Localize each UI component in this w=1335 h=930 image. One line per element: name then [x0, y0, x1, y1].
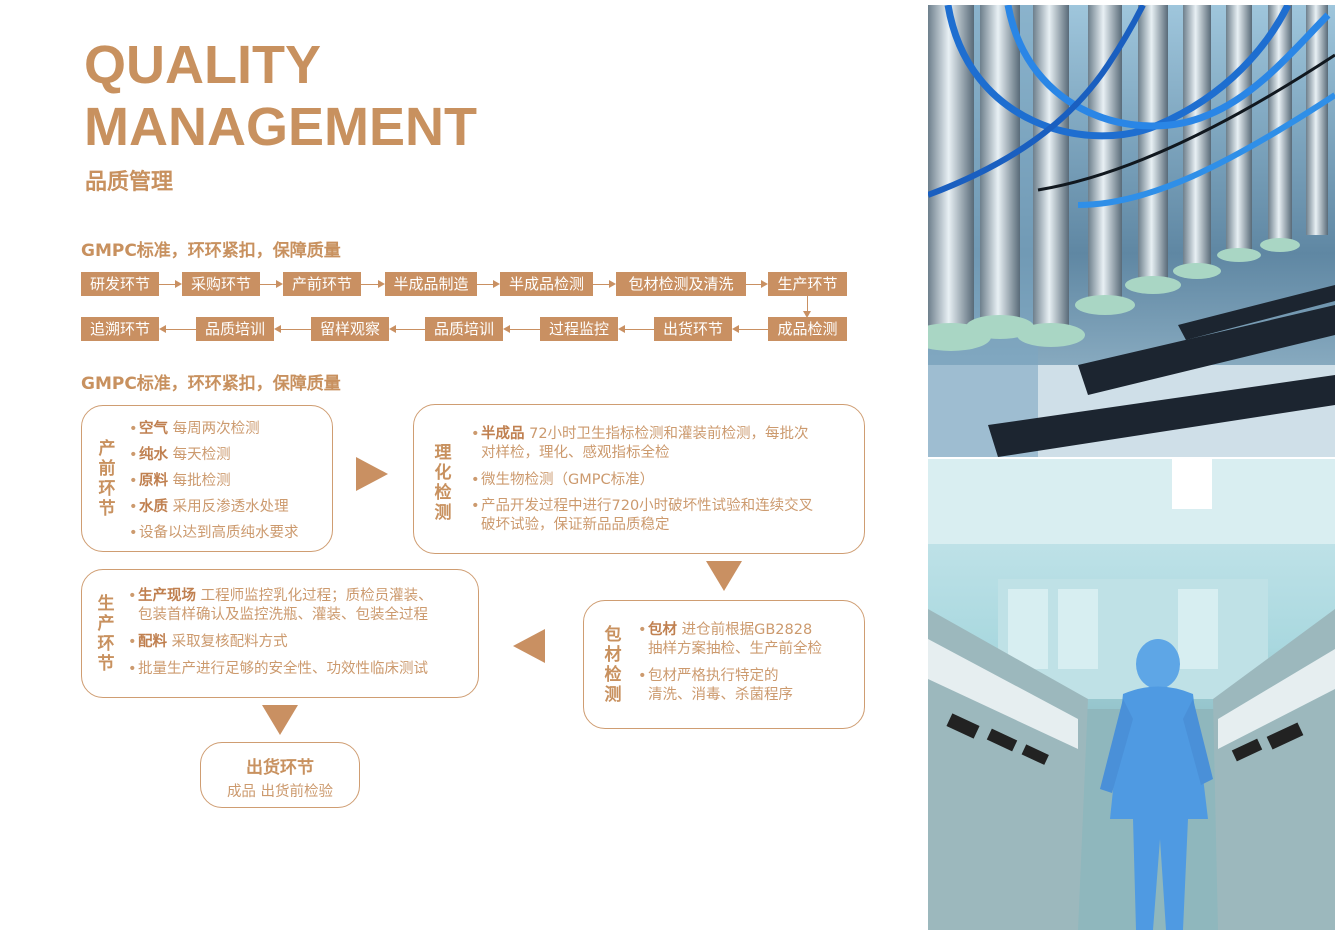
flow-connector	[159, 284, 175, 285]
flow-step-purchase: 采购环节	[182, 272, 260, 296]
cleanroom-worker-image	[928, 459, 1335, 930]
flow-step-sample-retention: 留样观察	[311, 317, 389, 341]
label-char: 生	[97, 594, 115, 614]
list-item: 批量生产进行足够的安全性、功效性临床测试	[128, 660, 433, 679]
flow-step-rd: 研发环节	[81, 272, 159, 296]
arrow-down-icon	[803, 311, 811, 318]
stage-label-physchem: 理 化 检 测	[433, 443, 453, 523]
list-item: 配料 采取复核配料方式	[128, 633, 433, 652]
arrow-left-icon	[503, 325, 510, 333]
flow-step-quality-training-2: 品质培训	[196, 317, 274, 341]
flow-step-process-monitoring: 过程监控	[540, 317, 618, 341]
label-char: 节	[98, 499, 116, 519]
triangle-right-icon	[356, 457, 388, 491]
cleanroom-photo	[928, 459, 1335, 930]
flow-step-traceability: 追溯环节	[81, 317, 159, 341]
section-title-stages: GMPC标准，环环紧扣，保障质量	[81, 374, 341, 394]
stage-label-packaging: 包 材 检 测	[603, 625, 623, 705]
list-item: 空气 每周两次检测	[129, 416, 299, 442]
arrow-left-icon	[389, 325, 396, 333]
label-char: 测	[434, 503, 452, 523]
label-char: 化	[434, 463, 452, 483]
arrow-right-icon	[609, 280, 616, 288]
flow-step-quality-training-1: 品质培训	[425, 317, 503, 341]
flow-step-semi-inspection: 半成品检测	[500, 272, 593, 296]
flow-connector	[739, 329, 768, 330]
filling-machine-image	[928, 5, 1335, 457]
label-char: 包	[604, 625, 622, 645]
page-subtitle: 品质管理	[85, 170, 174, 195]
flow-step-finished-inspection: 成品检测	[768, 317, 847, 341]
stage-list-preproduction: 空气 每周两次检测 纯水 每天检测 原料 每批检测 水质 采用反渗透水处理 设备…	[129, 416, 299, 546]
stage-box-physchem: 理 化 检 测 半成品 72小时卫生指标检测和灌装前检测，每批次对样检，理化、感…	[413, 404, 865, 554]
stage-box-preproduction: 产 前 环 节 空气 每周两次检测 纯水 每天检测 原料 每批检测 水质 采用反…	[81, 405, 333, 552]
arrow-left-icon	[159, 325, 166, 333]
stage-label-preproduction: 产 前 环 节	[97, 439, 117, 519]
list-item: 设备以达到高质纯水要求	[129, 520, 299, 546]
list-item: 原料 每批检测	[129, 468, 299, 494]
arrow-right-icon	[276, 280, 283, 288]
label-char: 测	[604, 685, 622, 705]
flow-connector	[396, 329, 425, 330]
page-title: QUALITY MANAGEMENT	[84, 34, 477, 158]
arrow-right-icon	[175, 280, 182, 288]
list-item: 微生物检测（GMPC标准）	[471, 471, 813, 490]
flow-connector	[260, 284, 276, 285]
flow-connector	[361, 284, 378, 285]
arrow-right-icon	[761, 280, 768, 288]
flow-connector	[593, 284, 609, 285]
title-line-2: MANAGEMENT	[84, 97, 477, 157]
triangle-down-icon	[262, 705, 298, 735]
stage-label-production: 生 产 环 节	[96, 594, 116, 674]
triangle-left-icon	[513, 629, 545, 663]
flow-connector	[281, 329, 311, 330]
flow-step-packaging-inspection: 包材检测及清洗	[616, 272, 746, 296]
stage-list-production: 生产现场 工程师监控乳化过程；质检员灌装、包装首样确认及监控洗瓶、灌装、包装全过…	[128, 587, 433, 679]
list-item: 纯水 每天检测	[129, 442, 299, 468]
flow-step-production: 生产环节	[768, 272, 847, 296]
label-char: 环	[97, 634, 115, 654]
flow-step-shipping: 出货环节	[654, 317, 732, 341]
arrow-right-icon	[493, 280, 500, 288]
label-char: 检	[434, 483, 452, 503]
label-char: 节	[97, 654, 115, 674]
stage-box-shipping: 出货环节 成品 出货前检验	[200, 742, 360, 808]
section-title-flow: GMPC标准，环环紧扣，保障质量	[81, 241, 341, 261]
arrow-left-icon	[732, 325, 739, 333]
label-char: 产	[97, 614, 115, 634]
label-char: 材	[604, 645, 622, 665]
stage-box-production: 生 产 环 节 生产现场 工程师监控乳化过程；质检员灌装、包装首样确认及监控洗瓶…	[81, 569, 479, 698]
label-char: 前	[98, 459, 116, 479]
flow-connector	[510, 329, 540, 330]
flow-step-preproduction: 产前环节	[283, 272, 361, 296]
arrow-left-icon	[274, 325, 281, 333]
flow-step-semi-manufacture: 半成品制造	[385, 272, 477, 296]
arrow-left-icon	[618, 325, 625, 333]
list-item: 生产现场 工程师监控乳化过程；质检员灌装、包装首样确认及监控洗瓶、灌装、包装全过…	[128, 587, 433, 625]
flow-connector	[166, 329, 196, 330]
shipping-title: 出货环节	[246, 758, 314, 778]
flow-connector	[746, 284, 761, 285]
triangle-down-icon	[706, 561, 742, 591]
machinery-photo	[928, 5, 1335, 457]
flow-connector	[807, 296, 808, 311]
title-line-1: QUALITY	[84, 35, 321, 95]
label-char: 理	[434, 443, 452, 463]
label-char: 检	[604, 665, 622, 685]
label-char: 产	[98, 439, 116, 459]
flow-connector	[477, 284, 493, 285]
arrow-right-icon	[378, 280, 385, 288]
label-char: 环	[98, 479, 116, 499]
list-item: 水质 采用反渗透水处理	[129, 494, 299, 520]
flow-connector	[625, 329, 654, 330]
shipping-text: 成品 出货前检验	[226, 784, 334, 800]
